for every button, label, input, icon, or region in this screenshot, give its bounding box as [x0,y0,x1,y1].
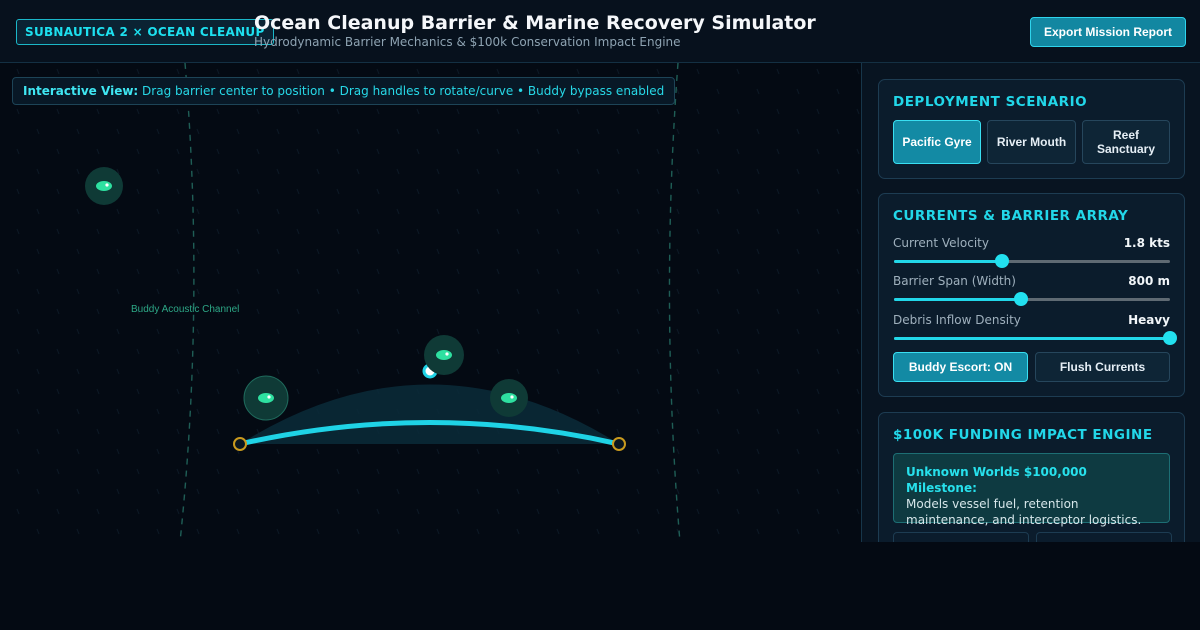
bottom-strip [0,542,1200,630]
span-slider[interactable] [894,292,1170,306]
density-slider[interactable] [894,331,1177,345]
hint-label: Interactive View: [23,84,139,98]
scenario-pacific-gyre-button[interactable]: Pacific Gyre [893,120,981,164]
density-label: Debris Inflow Density [893,313,1021,327]
control-panel: DEPLOYMENT SCENARIO Pacific Gyre River M… [861,63,1200,542]
channel-left-boundary [179,63,195,542]
deployment-scenario-card: DEPLOYMENT SCENARIO Pacific Gyre River M… [878,79,1185,179]
simulation-viewport[interactable]: Interactive View: Drag barrier center to… [0,63,860,542]
funding-title: $100K FUNDING IMPACT ENGINE [893,427,1153,443]
marine-creature-icon [243,375,289,421]
current-flow-field [0,63,860,542]
hint-text: Drag barrier center to position • Drag h… [142,84,665,98]
density-slider-thumb[interactable] [1163,331,1177,345]
marine-creature-icon [424,335,464,375]
velocity-slider-fill [894,260,1002,263]
cleanup-barrier[interactable] [237,420,622,447]
milestone-title: Unknown Worlds $100,000 Milestone: [906,465,1087,495]
ocean-canvas[interactable] [0,63,860,542]
app-subtitle: Hydrodynamic Barrier Mechanics & $100k C… [254,35,681,49]
impact-metric-card [1036,532,1172,542]
channel-right-boundary [668,63,681,542]
impact-metric-card [893,532,1029,542]
channel-label: Buddy Acoustic Channel [131,304,240,315]
marine-creature-icon [85,167,123,205]
flush-currents-button[interactable]: Flush Currents [1035,352,1170,382]
velocity-slider[interactable] [894,254,1170,268]
scenario-title: DEPLOYMENT SCENARIO [893,94,1088,110]
density-value: Heavy [1128,313,1170,327]
span-label: Barrier Span (Width) [893,274,1016,288]
marine-creature-icon [490,379,528,417]
span-value: 800 m [1128,274,1170,288]
scenario-river-mouth-button[interactable]: River Mouth [987,120,1076,164]
velocity-slider-thumb[interactable] [994,254,1009,268]
milestone-text: Models vessel fuel, retention maintenanc… [906,497,1142,527]
currents-title: CURRENTS & BARRIER ARRAY [893,208,1129,224]
span-slider-thumb[interactable] [1013,292,1028,306]
app-header: SUBNAUTICA 2 × OCEAN CLEANUP Ocean Clean… [0,0,1200,63]
brand-badge: SUBNAUTICA 2 × OCEAN CLEANUP [16,19,274,45]
export-mission-report-button[interactable]: Export Mission Report [1030,17,1186,47]
buddy-escort-toggle[interactable]: Buddy Escort: ON [893,352,1028,382]
app-title: Ocean Cleanup Barrier & Marine Recovery … [254,12,816,34]
currents-barrier-card: CURRENTS & BARRIER ARRAY Current Velocit… [878,193,1185,397]
scenario-reef-sanctuary-button[interactable]: Reef Sanctuary [1082,120,1170,164]
density-slider-fill [894,337,1170,340]
funding-impact-card: $100K FUNDING IMPACT ENGINE Unknown Worl… [878,412,1185,542]
barrier-left-handle-icon[interactable] [233,437,247,451]
interaction-hint: Interactive View: Drag barrier center to… [12,77,676,105]
velocity-value: 1.8 kts [1123,236,1170,250]
span-slider-fill [894,298,1021,301]
barrier-right-handle-icon[interactable] [612,437,626,451]
milestone-callout: Unknown Worlds $100,000 Milestone: Model… [893,453,1170,527]
velocity-label: Current Velocity [893,236,989,250]
